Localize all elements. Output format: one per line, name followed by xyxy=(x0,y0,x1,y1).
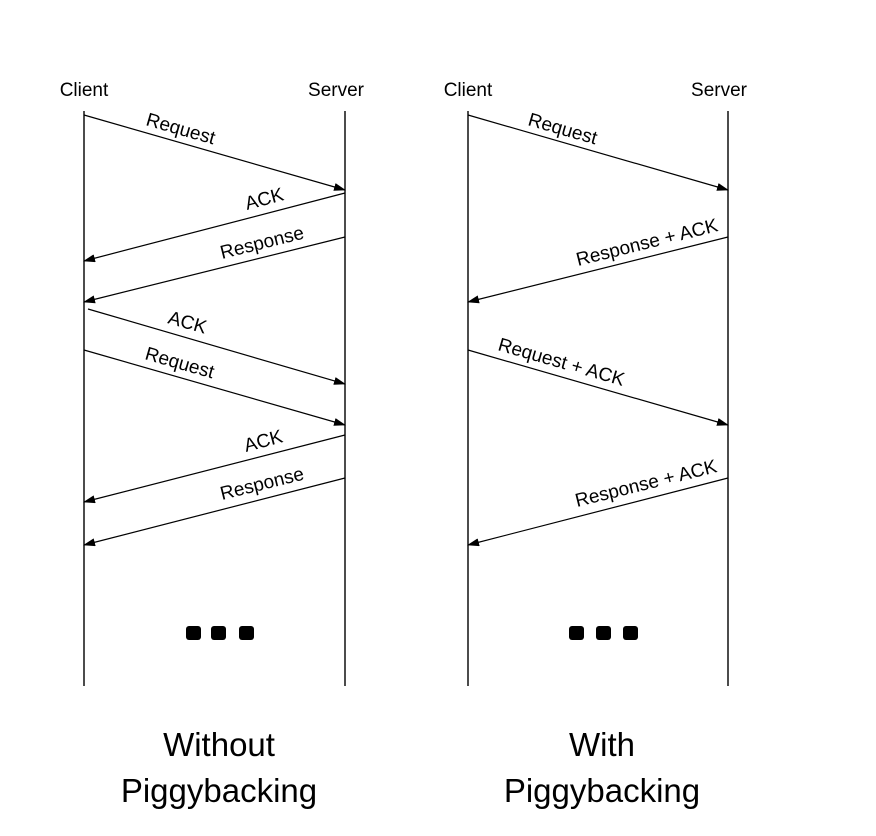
ack-arrow xyxy=(83,434,346,504)
ack-arrow xyxy=(87,308,346,385)
response-ack-arrow xyxy=(467,477,729,547)
request-arrow xyxy=(83,349,346,426)
server-label: Server xyxy=(308,80,365,101)
message-label: Response + ACK xyxy=(574,215,720,271)
client-label: Client xyxy=(60,80,109,101)
caption-line-2: Piggybacking xyxy=(504,772,700,809)
server-label: Server xyxy=(691,80,748,101)
panel-without-piggybacking: Client Server Request ACK Response ACK R… xyxy=(60,80,365,809)
ellipsis-icon xyxy=(186,626,254,640)
client-label: Client xyxy=(444,80,493,101)
message-label: Request + ACK xyxy=(496,335,627,391)
message-label: Request xyxy=(144,110,219,150)
caption-line-1: With xyxy=(569,726,635,763)
request-arrow xyxy=(467,114,729,191)
response-arrow xyxy=(83,477,346,547)
request-ack-arrow xyxy=(467,349,729,426)
ellipsis-icon xyxy=(569,626,638,640)
panel-with-piggybacking: Client Server Request Response + ACK Req… xyxy=(444,80,748,809)
request-arrow xyxy=(83,114,346,191)
ack-arrow xyxy=(83,192,346,263)
message-label: Response + ACK xyxy=(573,456,719,512)
caption-line-2: Piggybacking xyxy=(121,772,317,809)
caption-line-1: Without xyxy=(163,726,275,763)
message-label: Request xyxy=(526,110,601,150)
response-arrow xyxy=(83,236,346,304)
response-ack-arrow xyxy=(467,236,729,304)
